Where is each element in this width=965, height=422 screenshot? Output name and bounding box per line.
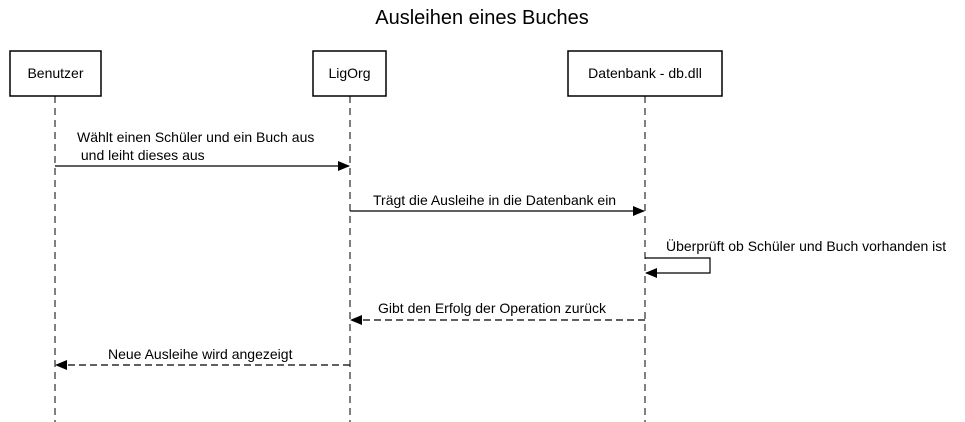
message-select-and-lend: Wählt einen Schüler und ein Buch aus und… (55, 129, 350, 171)
participant-datenbank: Datenbank - db.dll (567, 50, 723, 97)
message-label: und leiht dieses aus (77, 147, 205, 163)
diagram-title: Ausleihen eines Buches (375, 7, 588, 29)
message-show-loan: Neue Ausleihe wird angezeigt (55, 346, 350, 370)
participant-ligorg: LigOrg (312, 50, 387, 97)
message-label: Neue Ausleihe wird angezeigt (108, 346, 293, 362)
participant-label: Benutzer (27, 65, 83, 81)
message-label: Überprüft ob Schüler und Buch vorhanden … (666, 237, 946, 254)
message-label: Trägt die Ausleihe in die Datenbank ein (373, 192, 616, 208)
participant-label: LigOrg (328, 65, 370, 81)
message-self-check: Überprüft ob Schüler und Buch vorhanden … (645, 237, 946, 278)
message-arrow (645, 257, 711, 278)
message-label: Wählt einen Schüler und ein Buch aus (77, 129, 314, 145)
message-label: Gibt den Erfolg der Operation zurück (378, 300, 607, 316)
participant-label: Datenbank - db.dll (588, 65, 702, 81)
message-return-result: Gibt den Erfolg der Operation zurück (350, 300, 645, 325)
message-insert-loan: Trägt die Ausleihe in die Datenbank ein (350, 192, 645, 216)
participant-benutzer: Benutzer (9, 50, 102, 97)
